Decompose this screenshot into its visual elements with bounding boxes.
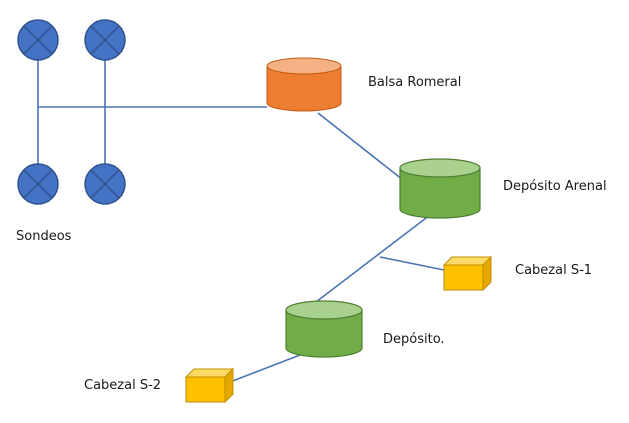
- balsa-romeral-cylinder: [266, 57, 342, 112]
- deposito-label: Depósito.: [383, 332, 445, 347]
- pipe-arenal-to-deposito: [315, 214, 431, 303]
- pipe-balsa-to-arenal: [317, 112, 404, 181]
- well-bottom-right: [84, 163, 126, 205]
- cross-icon: [23, 25, 53, 55]
- well-bottom-left: [17, 163, 59, 205]
- well-top-left: [17, 19, 59, 61]
- cabezal-s1-label: Cabezal S-1: [515, 263, 593, 278]
- deposito-arenal-label: Depósito Arenal: [503, 179, 607, 194]
- deposito-cylinder: [285, 300, 363, 358]
- well-top-right: [84, 19, 126, 61]
- cross-icon: [90, 25, 120, 55]
- cabezal-s2-label: Cabezal S-2: [84, 378, 162, 393]
- cabezal-s2-box: [184, 367, 235, 404]
- balsa-romeral-label: Balsa Romeral: [368, 75, 462, 90]
- sondeos-label: Sondeos: [16, 229, 72, 244]
- pipes: [37, 40, 445, 383]
- cabezal-s1-box: [442, 255, 493, 292]
- pipe-deposito-to-cabezal-s2: [229, 354, 301, 383]
- deposito-arenal-cylinder: [399, 158, 481, 219]
- cross-icon: [23, 169, 53, 199]
- cross-icon: [90, 169, 120, 199]
- pipe-branch-to-cabezal-s1: [379, 256, 445, 271]
